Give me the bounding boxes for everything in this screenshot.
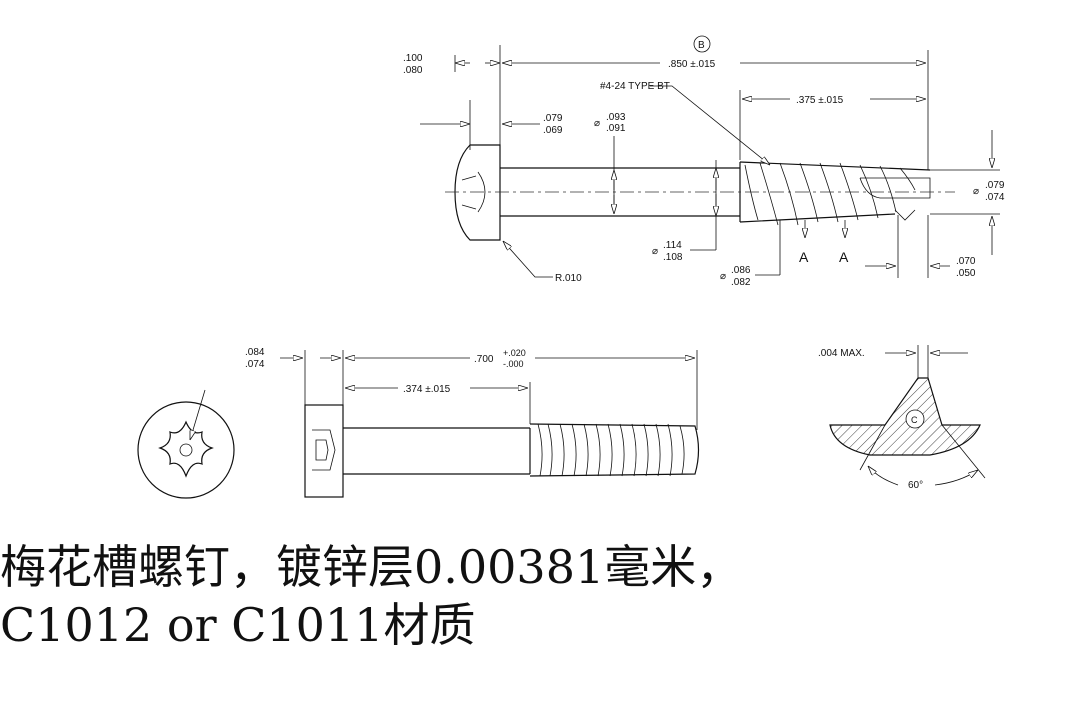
dim-length-tol-plus: +.020 [503,348,526,358]
dim-slot-max: .079 [543,113,563,124]
technical-drawing: .100 .080 .850 ±.015 B #4-24 TYPE BT .37… [137,35,1005,499]
dim-head-dia-max: .114 [663,240,682,251]
dim-tip-length-min: .050 [956,268,976,279]
dim-length-tol-minus: -.000 [503,359,524,369]
dim-overall-length: .850 ±.015 [668,59,716,70]
dim-root-dia-max: .086 [731,265,751,276]
datum-b: B [698,40,705,51]
dim-head-height-max: .100 [403,53,423,64]
angle-label: 60° [908,480,923,491]
section-mark-a-right: A [839,249,849,265]
dim-tip-dia-min: .074 [985,192,1005,203]
dim-head-dia-min: .108 [663,252,683,263]
dim-shank-length: .374 ±.015 [403,384,451,395]
dim-max: .004 MAX. [818,348,865,359]
dim-length: .700 [474,354,494,365]
dim-shank-dia-symbol: ⌀ [594,118,600,129]
dim-head-height-min: .080 [403,65,423,76]
dim-head-dia-symbol: ⌀ [652,246,658,257]
section-mark-a-left: A [799,249,809,265]
dim-head-thick-max: .084 [245,347,265,358]
dim-tip-dia-max: .079 [985,180,1005,191]
side-view: .084 .074 .700 +.020 -.000 .374 ±.015 [245,347,700,498]
dim-slot-min: .069 [543,125,563,136]
dim-tip-length-max: .070 [956,256,976,267]
caption-line-2: C1012 or C1011材质 [0,598,476,652]
dim-root-dia-symbol: ⌀ [720,271,726,282]
thread-callout: #4-24 TYPE BT [600,81,670,92]
dim-head-thick-min: .074 [245,359,265,370]
caption: 梅花槽螺钉，镀锌层0.00381毫米， C1012 or C1011材质 [0,538,1091,654]
dim-root-dia-min: .082 [731,277,751,288]
end-view [137,389,235,499]
datum-c: C [911,415,918,425]
section-view: C .004 MAX. 60° [818,345,986,491]
dim-shank-dia-max: .093 [606,112,626,123]
dim-shank-dia-min: .091 [606,123,626,134]
top-view: .100 .080 .850 ±.015 B #4-24 TYPE BT .37… [403,35,1005,288]
radius-callout: R.010 [555,273,582,284]
dim-thread-length: .375 ±.015 [796,95,844,106]
caption-line-1: 梅花槽螺钉，镀锌层0.00381毫米， [0,540,743,594]
dim-tip-dia-symbol: ⌀ [973,186,979,197]
